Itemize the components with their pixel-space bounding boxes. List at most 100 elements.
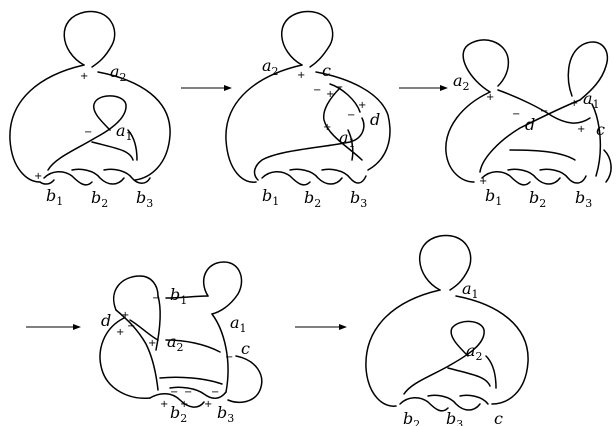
arc-label-b2: b2: [529, 188, 546, 210]
knot-strand: [91, 141, 134, 161]
crossing-sign: +: [204, 399, 212, 410]
arc-label-a2: a2: [167, 332, 184, 354]
knot-strand: [567, 41, 609, 101]
knot-strand: [203, 261, 243, 315]
knot-strand: [115, 309, 159, 391]
knot-strand: [127, 129, 138, 161]
crossing-sign: +: [326, 89, 334, 100]
crossing-sign: −: [335, 82, 343, 93]
arc-label-d: d: [525, 115, 535, 134]
crossing-sign: +: [121, 310, 129, 321]
knot-strand: [39, 179, 55, 185]
crossing-sign: +: [116, 327, 124, 338]
arc-label-b3: b3: [350, 188, 367, 210]
knot-strand: [321, 168, 367, 184]
knot-strand: [47, 95, 127, 171]
knot-strand: [365, 289, 441, 407]
arc-label-b1: b1: [485, 186, 502, 208]
crossing-sign: +: [479, 176, 487, 187]
knot-strand: [71, 168, 125, 185]
knot-strand: [591, 103, 602, 177]
knot-strand: [63, 10, 116, 68]
crossing-sign: +: [148, 338, 156, 349]
crossing-sign: −: [347, 110, 355, 121]
arc-label-b1: b1: [170, 285, 187, 307]
knot-strand: [159, 376, 223, 385]
crossing-sign: +: [80, 71, 88, 82]
knot-strand: [507, 168, 561, 185]
arc-label-c: c: [322, 61, 331, 80]
arc-label-b2: b2: [170, 403, 187, 425]
crossing-sign: +: [34, 171, 42, 182]
knot-strand: [479, 99, 581, 173]
crossing-sign: +: [358, 100, 366, 111]
knot-strand: [227, 355, 263, 403]
knot-strand: [539, 168, 587, 184]
arc-label-a1: a1: [116, 121, 133, 143]
arc-label-b2: b2: [91, 188, 108, 210]
knot-strand: [155, 295, 161, 351]
arc-label-a2: a2: [466, 341, 483, 363]
crossing-sign: −: [512, 109, 520, 120]
arc-label-b3: b3: [446, 409, 463, 426]
knot-strand: [169, 386, 227, 399]
knot-strand: [322, 87, 363, 161]
arrow-3: [26, 324, 81, 330]
knot-strand: [165, 295, 209, 299]
knot-strand: [211, 313, 229, 393]
arc-label-c: c: [494, 409, 503, 426]
crossing-sign: −: [170, 387, 178, 398]
knot-strand: [97, 71, 171, 181]
knot-strand: [509, 149, 576, 161]
knot-strand: [347, 129, 354, 161]
crossing-sign: +: [180, 399, 188, 410]
knot-strand: [315, 71, 391, 171]
arc-label-b3: b3: [575, 188, 592, 210]
knot-panel-2: + − + − + − + a2 c d a1 b1 b2 b3: [225, 10, 391, 210]
knot-strand: [113, 275, 159, 311]
crossing-sign: +: [570, 98, 578, 109]
knot-strand: [455, 295, 529, 405]
knot-strand: [462, 39, 510, 93]
knot-strand: [253, 117, 365, 181]
knot-strand: [497, 89, 591, 124]
arc-label-d: d: [101, 311, 111, 330]
crossing-sign: +: [297, 70, 305, 81]
arrow-1: [181, 85, 232, 91]
knot-strand: [129, 319, 159, 341]
knot-strand: [399, 397, 449, 412]
knot-panel-5: a1 a2 b2 b3 c: [365, 234, 529, 426]
crossing-sign: −: [225, 352, 233, 363]
knot-strand: [427, 394, 481, 411]
arc-label-b2: b2: [304, 188, 321, 210]
crossing-sign: −: [127, 321, 135, 332]
knot-strand: [447, 367, 491, 387]
crossing-sign: −: [211, 387, 219, 398]
arc-label-b3: b3: [217, 403, 234, 425]
crossing-sign: −: [184, 387, 192, 398]
knot-strand: [281, 10, 334, 68]
knot-strand: [149, 393, 205, 408]
knot-panel-3: + − − + + + a2 a1 d c b1 b2 b3: [445, 39, 612, 210]
knot-strand: [459, 394, 489, 405]
arc-label-d: d: [370, 110, 380, 129]
crossing-sign: +: [577, 124, 585, 135]
knot-strand: [403, 320, 485, 395]
arc-label-a2: a2: [262, 56, 279, 78]
crossing-sign: −: [313, 85, 321, 96]
crossing-sign: +: [486, 92, 494, 103]
knot-strand: [9, 64, 85, 183]
knot-strand: [225, 64, 303, 183]
arc-label-a1: a1: [230, 313, 247, 335]
arc-label-a1: a1: [339, 128, 356, 150]
knot-panel-4: − + − + + − − − − + + + b1 d a1 a2 c b2 …: [99, 261, 263, 425]
crossing-sign: +: [160, 399, 168, 410]
knot-strand: [99, 317, 151, 399]
crossing-sign: −: [152, 293, 160, 304]
arc-label-b2: b2: [403, 409, 420, 426]
arc-label-a2: a2: [110, 62, 127, 84]
knot-strand: [485, 355, 497, 389]
arc-label-b3: b3: [136, 188, 153, 210]
knot-strand: [165, 339, 221, 353]
